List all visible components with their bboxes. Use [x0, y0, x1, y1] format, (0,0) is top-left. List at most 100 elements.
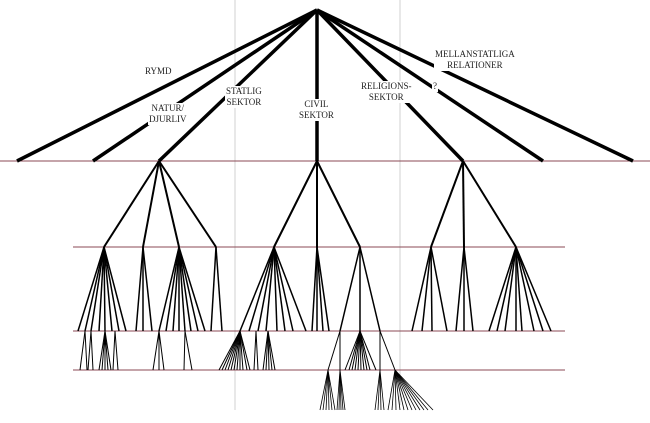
branch-level-3 — [77, 246, 105, 332]
branch-level-3 — [142, 246, 153, 332]
branch-level-3 — [411, 246, 432, 332]
branch-level-3 — [98, 246, 105, 332]
branch-level-5 — [322, 369, 329, 411]
branch-level-2 — [462, 160, 465, 248]
branch-level-5 — [319, 369, 329, 411]
branch-level-3 — [273, 246, 286, 332]
branch-level-5 — [394, 369, 405, 411]
branch-level-3 — [84, 246, 105, 332]
branch-level-3 — [178, 246, 199, 332]
branch-level-5 — [327, 369, 336, 411]
branch-level-3 — [135, 246, 144, 332]
branch-level-5 — [379, 369, 385, 411]
branch-level-4 — [344, 330, 361, 371]
branch-level-1 — [16, 8, 318, 163]
branch-level-3 — [316, 246, 330, 332]
branch-level-4 — [90, 330, 94, 371]
branch-level-5 — [394, 369, 409, 411]
branch-level-3 — [515, 246, 535, 332]
branch-level-2 — [273, 160, 318, 248]
branch-level-4 — [267, 330, 276, 371]
branch-level-3 — [455, 246, 465, 332]
branch-level-4 — [104, 330, 112, 371]
branch-level-3 — [339, 246, 361, 332]
branch-level-3 — [210, 246, 217, 332]
branch-level-4 — [87, 330, 92, 371]
branch-level-3 — [463, 246, 474, 332]
branch-level-5 — [377, 369, 381, 411]
branch-level-3 — [504, 246, 517, 332]
branch-level-1 — [316, 8, 544, 163]
branch-level-2 — [462, 160, 517, 248]
branch-level-3 — [103, 246, 113, 332]
branch-level-4 — [255, 330, 259, 371]
branch-level-5 — [394, 369, 417, 411]
branch-level-4 — [184, 330, 193, 371]
branch-level-4 — [359, 330, 377, 371]
branch-level-4 — [112, 330, 116, 371]
branch-level-4 — [379, 330, 396, 371]
branch-level-1 — [316, 8, 634, 163]
branch-level-3 — [430, 246, 448, 332]
branch-level-3 — [103, 246, 106, 332]
branch-level-2 — [316, 160, 361, 248]
label-natur-djurliv: NATUR/DJURLIV — [148, 103, 188, 125]
branch-level-5 — [394, 369, 434, 411]
branch-level-3 — [311, 246, 318, 332]
branch-level-5 — [394, 369, 401, 411]
branch-level-5 — [394, 369, 421, 411]
branch-level-3 — [103, 246, 127, 332]
branch-level-3 — [239, 246, 275, 332]
branch-level-5 — [327, 369, 330, 411]
branch-level-4 — [359, 330, 371, 371]
branch-level-3 — [273, 246, 294, 332]
branch-level-3 — [421, 246, 432, 332]
branch-level-4 — [84, 330, 88, 371]
branch-level-4 — [239, 330, 251, 371]
branch-level-4 — [327, 330, 341, 371]
label-rymd: RYMD — [144, 66, 173, 77]
branch-level-3 — [430, 246, 433, 332]
branch-level-4 — [152, 330, 160, 371]
branch-level-5 — [327, 369, 333, 411]
branch-level-3 — [496, 246, 517, 332]
branch-level-5 — [374, 369, 381, 411]
branch-level-3 — [178, 246, 206, 332]
branch-level-2 — [430, 160, 464, 248]
branch-level-5 — [379, 369, 382, 411]
branch-level-3 — [165, 246, 180, 332]
branch-level-3 — [158, 246, 180, 332]
branch-level-3 — [172, 246, 180, 332]
branch-level-5 — [394, 369, 425, 411]
branch-level-5 — [387, 369, 396, 411]
branch-level-3 — [103, 246, 120, 332]
branch-level-3 — [90, 246, 105, 332]
branch-level-4 — [183, 330, 186, 371]
branch-level-1 — [92, 8, 318, 163]
branch-level-1 — [157, 8, 319, 163]
branch-level-4 — [158, 330, 165, 371]
branch-level-3 — [515, 246, 523, 332]
label-unknown: ? — [432, 81, 438, 92]
branch-level-3 — [488, 246, 517, 332]
branch-level-5 — [325, 369, 329, 411]
branch-level-4 — [253, 330, 257, 371]
branch-level-3 — [515, 246, 552, 332]
branch-level-5 — [394, 369, 413, 411]
branch-level-4 — [239, 330, 244, 371]
branch-level-3 — [265, 246, 275, 332]
branch-level-3 — [257, 246, 275, 332]
branch-level-2 — [142, 160, 160, 248]
branch-level-3 — [178, 246, 186, 332]
branch-level-5 — [394, 369, 429, 411]
branch-level-3 — [273, 246, 307, 332]
branch-level-2 — [103, 160, 160, 248]
branch-level-5 — [394, 369, 397, 411]
branch-level-3 — [316, 246, 324, 332]
branch-level-4 — [114, 330, 119, 371]
